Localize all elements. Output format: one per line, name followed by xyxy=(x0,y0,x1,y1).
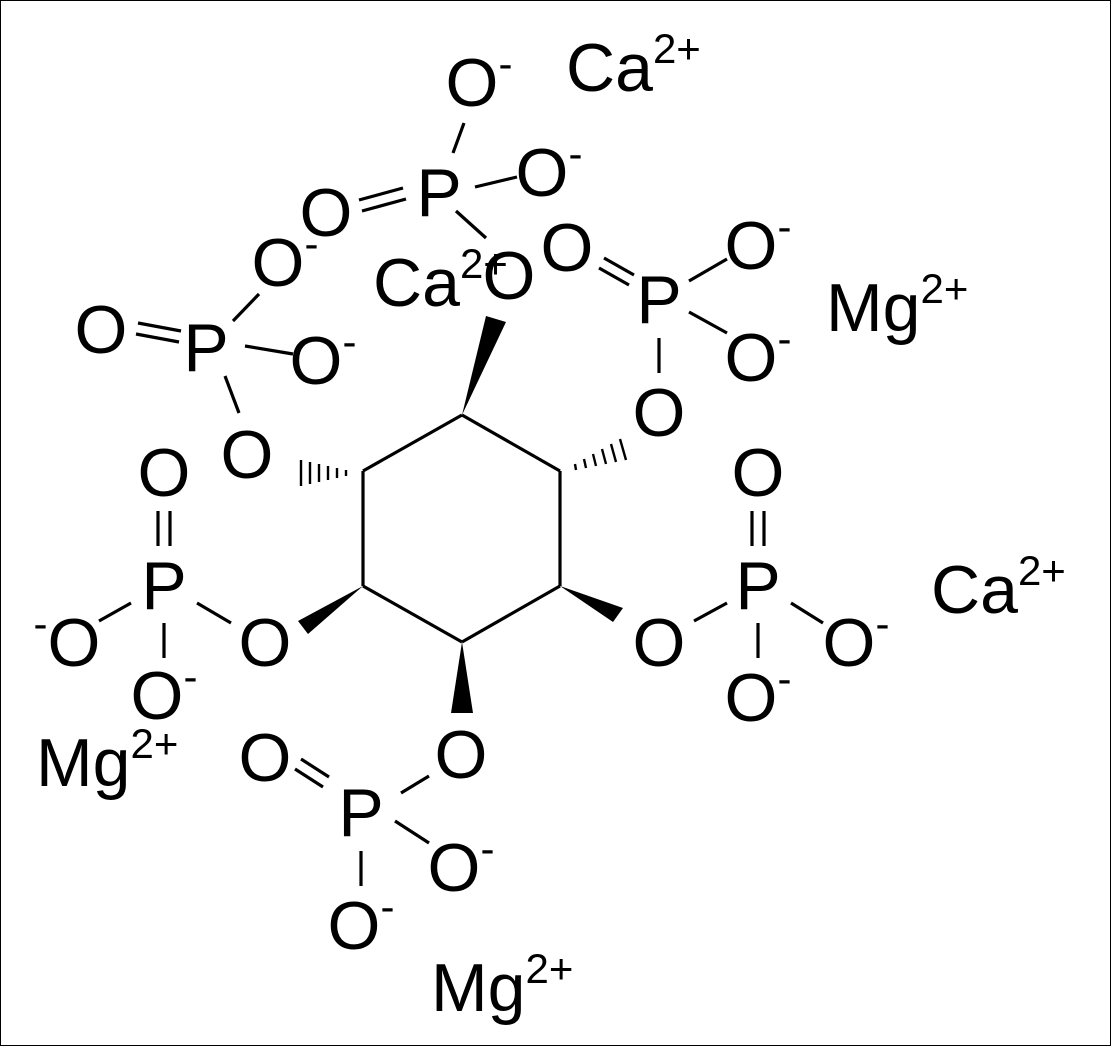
ring-bond xyxy=(362,584,463,644)
atom-o-top-right-minus: O- xyxy=(516,130,583,211)
wedge-bond-top xyxy=(462,316,506,415)
atom-p-bot: P xyxy=(338,775,383,851)
atom-o-upright-bridge: O xyxy=(633,375,686,451)
wedge-bond-bottom xyxy=(451,642,473,713)
atom-o-upright-t-minus: O- xyxy=(725,203,792,284)
atom-o-upleft-minus: O- xyxy=(252,220,319,301)
atom-o-left-bridge: O xyxy=(239,605,292,681)
atom-o-right-minus: O- xyxy=(823,600,890,681)
hashed-bond-left xyxy=(299,460,348,486)
ion-mg-bottom: Mg2+ xyxy=(431,945,573,1026)
wedge-bond-left xyxy=(298,586,363,634)
atom-o-upright-dbl: O xyxy=(541,210,594,286)
atom-o-left-dbl: O xyxy=(138,435,191,511)
atom-p-top: P xyxy=(416,155,461,231)
ion-mg-right: Mg2+ xyxy=(826,265,968,346)
atom-p-left: P xyxy=(141,548,186,624)
atom-o-right-dbl: O xyxy=(732,435,785,511)
atom-o-upleft-r-minus: O- xyxy=(290,318,357,399)
atom-o-right-bot-minus: O- xyxy=(725,655,792,736)
atom-o-left-minus: -O xyxy=(34,600,101,681)
stereo-bonds xyxy=(298,316,628,713)
phosphate-bonds xyxy=(98,122,824,886)
atom-o-top-dbl: O xyxy=(300,175,353,251)
atom-o-upleft-bridge: O xyxy=(221,417,274,493)
atom-p-upleft: P xyxy=(183,310,228,386)
atom-o-upleft-dbl: O xyxy=(75,292,128,368)
atom-o-bot-dbl: O xyxy=(239,720,292,796)
ion-ca-right: Ca2+ xyxy=(931,547,1066,628)
atom-o-bot-r-minus: O- xyxy=(428,825,495,906)
atom-o-left-bot-minus: O- xyxy=(131,653,198,734)
atom-o-right-bridge: O xyxy=(633,605,686,681)
counterion-labels: Ca2+ Ca2+ Mg2+ Ca2+ Mg2+ Mg2+ xyxy=(36,25,1066,1026)
ion-ca-mid: Ca2+ xyxy=(373,240,508,321)
ion-ca-top: Ca2+ xyxy=(566,25,701,106)
wedge-bond-right xyxy=(560,586,623,622)
ion-mg-left: Mg2+ xyxy=(36,720,178,801)
ring-bond xyxy=(362,413,463,473)
inositol-ring xyxy=(361,413,562,644)
atom-o-bot-bot-minus: O- xyxy=(328,883,395,964)
ring-bond xyxy=(461,413,561,473)
ring-bond xyxy=(461,584,561,644)
atom-o-bot-bridge: O xyxy=(435,717,488,793)
atom-o-top-bridge: O xyxy=(483,238,536,314)
atom-o-top-minus: O- xyxy=(446,40,513,121)
atom-p-upright: P xyxy=(636,262,681,338)
atom-o-upright-b-minus: O- xyxy=(725,315,792,396)
hashed-bond-right xyxy=(573,438,628,471)
atom-p-right: P xyxy=(735,548,780,624)
